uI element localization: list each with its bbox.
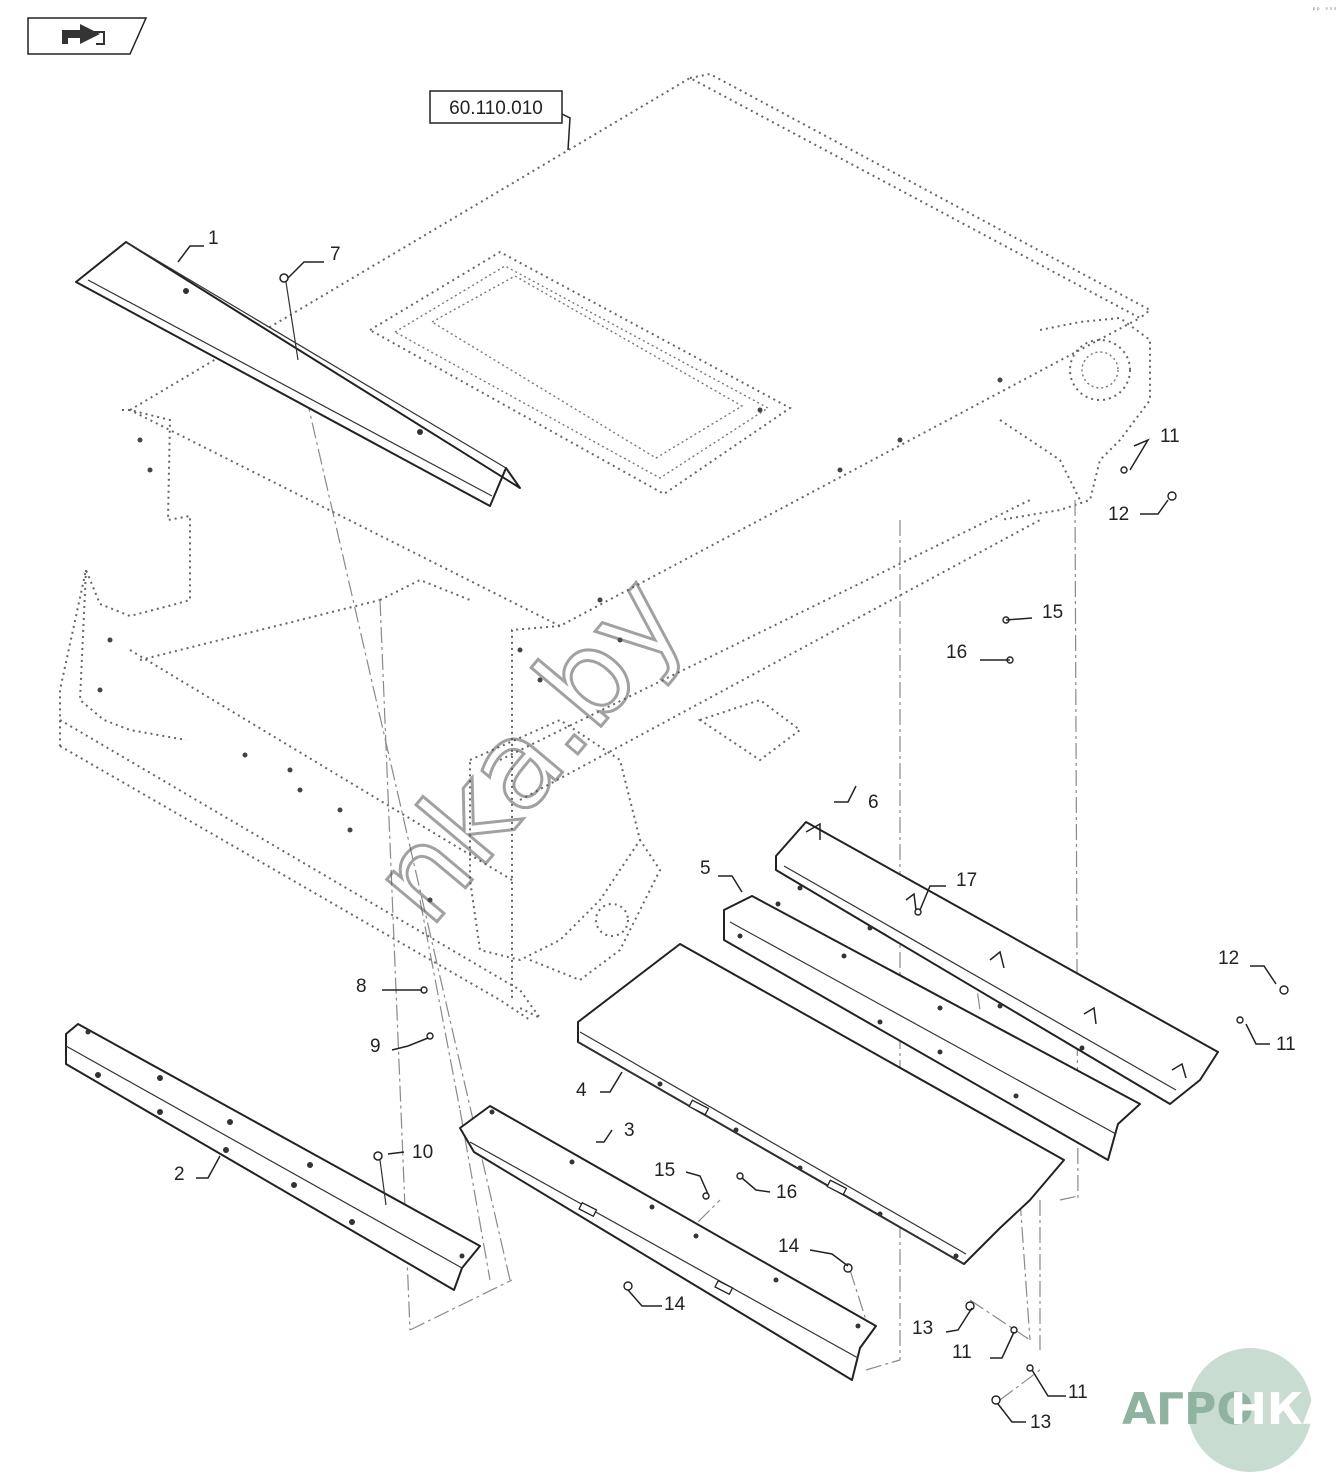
fasteners: [420, 466, 1289, 1405]
corner-mark: ᵖᵖ ˢˢˢ: [1312, 6, 1337, 14]
callout-12-top: 12: [1108, 504, 1129, 525]
bolt-13-bottom: [991, 1395, 1001, 1405]
callout-8: 8: [356, 976, 367, 997]
callout-6: 6: [868, 792, 879, 813]
bolt-14-left: [623, 1281, 633, 1291]
reference-link[interactable]: 60.110.010: [429, 90, 571, 151]
callout-4: 4: [576, 1080, 587, 1101]
callout-7: 7: [330, 244, 341, 265]
washer-11-bottom: [1026, 1364, 1034, 1372]
bolt-13-top: [965, 1301, 975, 1311]
bolt-12-right: [1279, 985, 1289, 995]
callout-16-bottom: 16: [776, 1182, 797, 1203]
nut-9: [426, 1032, 434, 1040]
callout-15-top: 15: [1042, 602, 1063, 623]
callout-5: 5: [700, 858, 711, 879]
washer-15-bottom: [702, 1192, 710, 1200]
callout-11-bottom: 11: [1068, 1382, 1088, 1403]
washer-11-top: [1120, 466, 1128, 474]
callout-10: 10: [412, 1142, 433, 1163]
callout-9: 9: [370, 1036, 381, 1057]
callout-1: 1: [208, 228, 219, 249]
part-1-top-angle[interactable]: [75, 241, 521, 507]
logo-left-text: АГРО: [1122, 1384, 1254, 1435]
part-3-angle-bar[interactable]: [459, 1105, 877, 1381]
back-arrow-icon: [62, 24, 105, 45]
callout-14-left: 14: [664, 1294, 686, 1315]
bolt-17: [914, 908, 922, 916]
callout-15-bottom: 15: [654, 1160, 675, 1181]
nut-16-bottom: [736, 1172, 744, 1180]
callout-13-top: 13: [912, 1318, 933, 1339]
bolt-12-top: [1167, 491, 1177, 501]
nav-button[interactable]: [27, 17, 148, 55]
reference-label: 60.110.010: [449, 98, 543, 119]
callout-14-right: 14: [778, 1236, 800, 1257]
frame-assembly-ghost: [59, 72, 1152, 1021]
part-4-tray[interactable]: [577, 943, 1065, 1265]
callout-11-right: 11: [1276, 1034, 1296, 1055]
callout-11-lower: 11: [952, 1342, 972, 1363]
brand-logo: АГРО НКА: [1122, 1348, 1337, 1472]
part-6-angle-bar[interactable]: [775, 821, 1219, 1105]
callout-16-top: 16: [946, 642, 967, 663]
callout-2: 2: [174, 1164, 185, 1185]
washer-11-right: [1236, 1016, 1244, 1024]
part-10-bolt[interactable]: [373, 1151, 387, 1206]
callout-17: 17: [956, 870, 977, 891]
leader-lines: [177, 245, 1277, 1423]
part-5-angle-bar[interactable]: [723, 895, 1141, 1161]
callout-11-top: 11: [1160, 426, 1180, 447]
logo-right-text: НКА: [1230, 1384, 1337, 1435]
part-2-angle-bar[interactable]: [65, 1023, 481, 1291]
callouts: 1 2 3 4 5 6 7 8 9 10 11 11 11 11 12 12 1…: [174, 228, 1296, 1433]
bolt-14-right: [843, 1263, 853, 1273]
watermark-text: nka.by: [346, 551, 711, 949]
callout-13-bottom: 13: [1030, 1412, 1051, 1433]
callout-12-right: 12: [1218, 948, 1239, 969]
callout-3: 3: [624, 1120, 635, 1141]
